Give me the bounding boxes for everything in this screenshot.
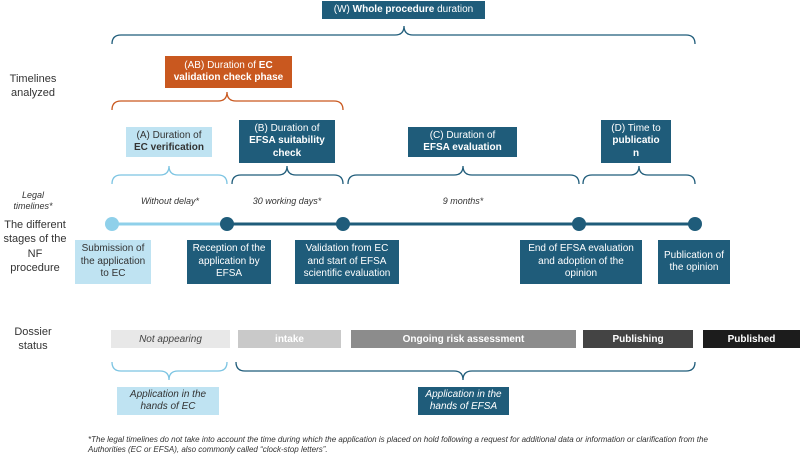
legal-timeline-efsa-eval: 9 months* (442, 196, 484, 206)
stage-dot-reception (220, 217, 234, 231)
hands-ec-box: Application in the hands of EC (117, 387, 219, 415)
d-text-2: publicatio (612, 135, 660, 147)
whole-bold: Whole procedure (352, 3, 435, 15)
hands-efsa-text: Application in the hands of EFSA (425, 388, 502, 413)
status-intake: intake (238, 330, 341, 348)
ab-bracket (111, 91, 344, 111)
stage-dot-end-evaluation (572, 217, 586, 231)
a-bracket (111, 165, 228, 185)
whole-prefix: (W) (333, 3, 353, 15)
a-text-2: EC verification (133, 142, 205, 153)
hands-ec-text: Application in the hands of EC (129, 388, 207, 413)
footnote: *The legal timelines do not take into ac… (88, 435, 708, 454)
side-label-legal: Legal timelines* (13, 190, 53, 211)
b-text-3: check (272, 147, 302, 159)
a-text-1: (A) Duration of (136, 129, 202, 141)
stage-text-submission: Submission of the application to EC (80, 243, 146, 280)
whole-suffix: duration (434, 3, 474, 15)
stage-dot-submission (105, 217, 119, 231)
stage-text-validation: Validation from EC and start of EFSA sci… (303, 243, 391, 280)
side-label-stages: The different stages of the NF procedure (3, 219, 67, 274)
stage-box-validation: Validation from EC and start of EFSA sci… (295, 240, 399, 284)
d-text-3: n (632, 147, 640, 159)
whole-bracket (111, 25, 696, 45)
legal-timeline-ec: Without delay* (141, 196, 199, 206)
status-publishing: Publishing (583, 330, 693, 348)
c-text-2: EFSA evaluation (423, 142, 502, 153)
d-bracket (582, 165, 696, 185)
c-text-1: (C) Duration of (429, 129, 496, 141)
c-bracket (347, 165, 580, 185)
whole-procedure-box: (W) Whole procedure duration (322, 1, 485, 19)
b-text-1: (B) Duration of (254, 122, 320, 134)
stage-text-publication: Publication of the opinion (663, 249, 725, 274)
legal-timeline-efsa-check: 30 working days* (252, 196, 322, 206)
stage-text-reception: Reception of the application by EFSA (192, 243, 266, 280)
ab-text-1b: EC (258, 59, 273, 71)
b-text-2: EFSA suitability (249, 135, 325, 147)
status-published: Published (703, 330, 800, 348)
stage-box-end-evaluation: End of EFSA evaluation and adoption of t… (520, 240, 642, 284)
stage-dot-validation (336, 217, 350, 231)
stage-box-reception: Reception of the application by EFSA (187, 240, 271, 284)
ab-text-1a: (AB) Duration of (184, 59, 259, 71)
stage-text-end-evaluation: End of EFSA evaluation and adoption of t… (528, 243, 634, 280)
hands-efsa-box: Application in the hands of EFSA (418, 387, 509, 415)
d-text-1: (D) Time to (611, 122, 661, 134)
stage-box-submission: Submission of the application to EC (75, 240, 151, 284)
hands-efsa-bracket (235, 361, 696, 381)
stage-dot-publication (688, 217, 702, 231)
side-label-timelines: Timelines analyzed (9, 73, 57, 100)
hands-ec-bracket (111, 361, 228, 381)
ab-text-2: validation check phase (173, 72, 284, 83)
b-bracket (231, 165, 344, 185)
status-not-appearing: Not appearing (111, 330, 230, 348)
side-label-dossier: Dossier status (14, 326, 52, 353)
stage-box-publication: Publication of the opinion (658, 240, 730, 284)
status-ongoing-risk-assessment: Ongoing risk assessment (351, 330, 576, 348)
